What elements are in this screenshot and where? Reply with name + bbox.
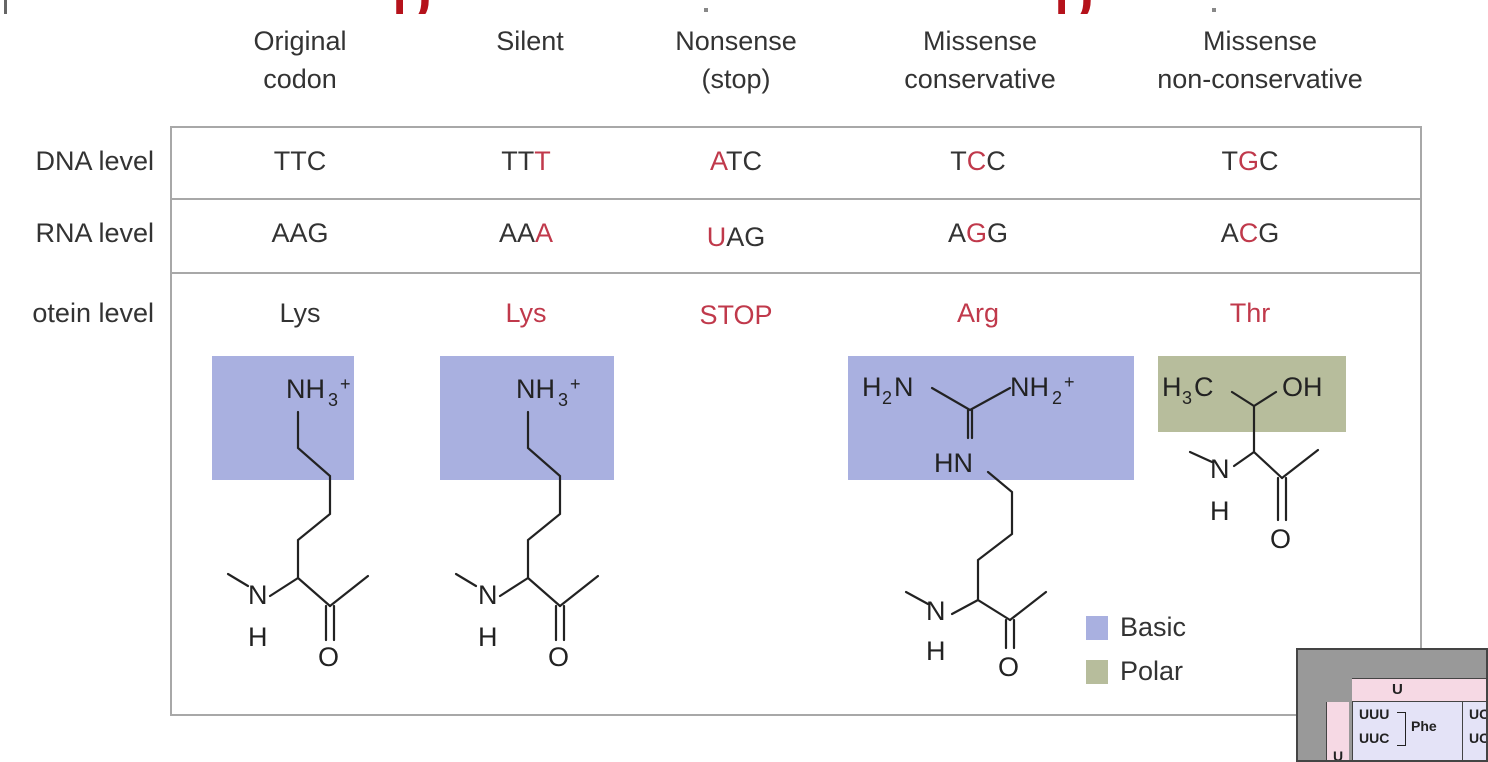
svg-text:3: 3 bbox=[558, 390, 568, 410]
inset-codon-cell: UUU UUC Phe bbox=[1352, 702, 1463, 760]
legend-label-basic: Basic bbox=[1120, 612, 1187, 642]
title-dot-left bbox=[704, 8, 708, 12]
dna-cell-missense-non-conservative: TGC bbox=[1221, 146, 1279, 176]
header-missense-conservative: Missense conservative bbox=[904, 26, 1056, 94]
protein-cell-nonsense: STOP bbox=[699, 300, 773, 330]
svg-text:NH: NH bbox=[516, 374, 555, 404]
row-label-mrna: RNA level bbox=[35, 218, 154, 248]
basic-highlight-lys-original bbox=[212, 356, 354, 480]
row-label-dna: DNA level bbox=[35, 146, 154, 176]
legend-label-polar: Polar bbox=[1120, 656, 1184, 686]
title-dot-right bbox=[1212, 8, 1216, 12]
svg-text:N: N bbox=[926, 596, 946, 626]
inset-column-header: U bbox=[1352, 678, 1486, 702]
svg-text:O: O bbox=[548, 642, 569, 672]
header-missense-non-conservative: Missense non-conservative bbox=[1157, 26, 1363, 94]
protein-cell-original: Lys bbox=[279, 298, 321, 328]
header-original-codon: Original codon bbox=[253, 26, 347, 94]
svg-text:3: 3 bbox=[328, 390, 338, 410]
svg-text:N: N bbox=[478, 580, 498, 610]
svg-text:HN: HN bbox=[934, 448, 973, 478]
svg-text:OH: OH bbox=[1282, 372, 1323, 402]
codon-table-inset: U U UUU UUC Phe UC UC bbox=[1296, 648, 1488, 762]
protein-cell-silent: Lys bbox=[505, 298, 547, 328]
svg-text:H: H bbox=[248, 622, 268, 652]
inset-bracket bbox=[1397, 712, 1406, 746]
svg-text:N: N bbox=[248, 580, 268, 610]
svg-text:C: C bbox=[1194, 372, 1214, 402]
inset-header-bar bbox=[1352, 650, 1486, 678]
svg-text:N: N bbox=[894, 372, 914, 402]
title-fragment-right: p bbox=[1052, 0, 1094, 14]
mrna-cell-missense-non-conservative: ACG bbox=[1220, 218, 1280, 248]
svg-text:N: N bbox=[1210, 454, 1230, 484]
svg-text:3: 3 bbox=[1182, 388, 1192, 408]
svg-text:H: H bbox=[862, 372, 882, 402]
header-silent: Silent bbox=[496, 26, 564, 56]
inset-next-column: UC UC bbox=[1462, 702, 1486, 760]
row-divider-mrna bbox=[170, 272, 1422, 274]
lys-original-structure bbox=[226, 410, 370, 642]
svg-text:O: O bbox=[998, 652, 1019, 682]
arg-structure bbox=[904, 386, 1048, 650]
row-divider-dna bbox=[170, 198, 1422, 200]
inset-row-label-strip: U bbox=[1326, 702, 1349, 760]
svg-text:+: + bbox=[340, 374, 351, 394]
legend-swatch-polar bbox=[1086, 660, 1108, 684]
svg-text:NH: NH bbox=[1010, 372, 1049, 402]
basic-highlight-arg bbox=[848, 356, 1134, 480]
mrna-cell-missense-conservative: AGG bbox=[947, 218, 1009, 248]
dna-cell-original: TTC bbox=[273, 146, 327, 176]
dna-cell-nonsense: ATC bbox=[709, 146, 762, 176]
svg-text:H: H bbox=[1162, 372, 1182, 402]
protein-cell-missense-conservative: Arg bbox=[956, 298, 1000, 328]
svg-text:O: O bbox=[1270, 524, 1291, 554]
svg-text:2: 2 bbox=[882, 388, 892, 408]
svg-text:H: H bbox=[926, 636, 946, 666]
corner-mark bbox=[4, 0, 7, 14]
protein-cell-missense-non-conservative: Thr bbox=[1229, 298, 1271, 328]
svg-text:+: + bbox=[570, 374, 581, 394]
mrna-cell-original: AAG bbox=[271, 218, 329, 248]
thr-structure bbox=[1188, 390, 1320, 522]
svg-text:+: + bbox=[1064, 372, 1075, 392]
row-label-protein: otein level bbox=[32, 298, 154, 328]
legend-swatch-basic bbox=[1086, 616, 1108, 640]
lys-silent-structure bbox=[454, 410, 600, 642]
svg-text:O: O bbox=[318, 642, 339, 672]
title-fragment-left: p bbox=[390, 0, 432, 14]
svg-text:2: 2 bbox=[1052, 388, 1062, 408]
polar-highlight-thr bbox=[1158, 356, 1346, 432]
mrna-cell-silent: AAA bbox=[498, 218, 554, 248]
svg-text:H: H bbox=[1210, 496, 1230, 526]
header-nonsense: Nonsense (stop) bbox=[675, 26, 797, 94]
svg-text:H: H bbox=[478, 622, 498, 652]
mrna-cell-nonsense: UAG bbox=[706, 222, 766, 252]
dna-cell-silent: TTT bbox=[501, 146, 551, 176]
mutation-table bbox=[170, 126, 1422, 716]
dna-cell-missense-conservative: TCC bbox=[950, 146, 1006, 176]
svg-text:NH: NH bbox=[286, 374, 325, 404]
